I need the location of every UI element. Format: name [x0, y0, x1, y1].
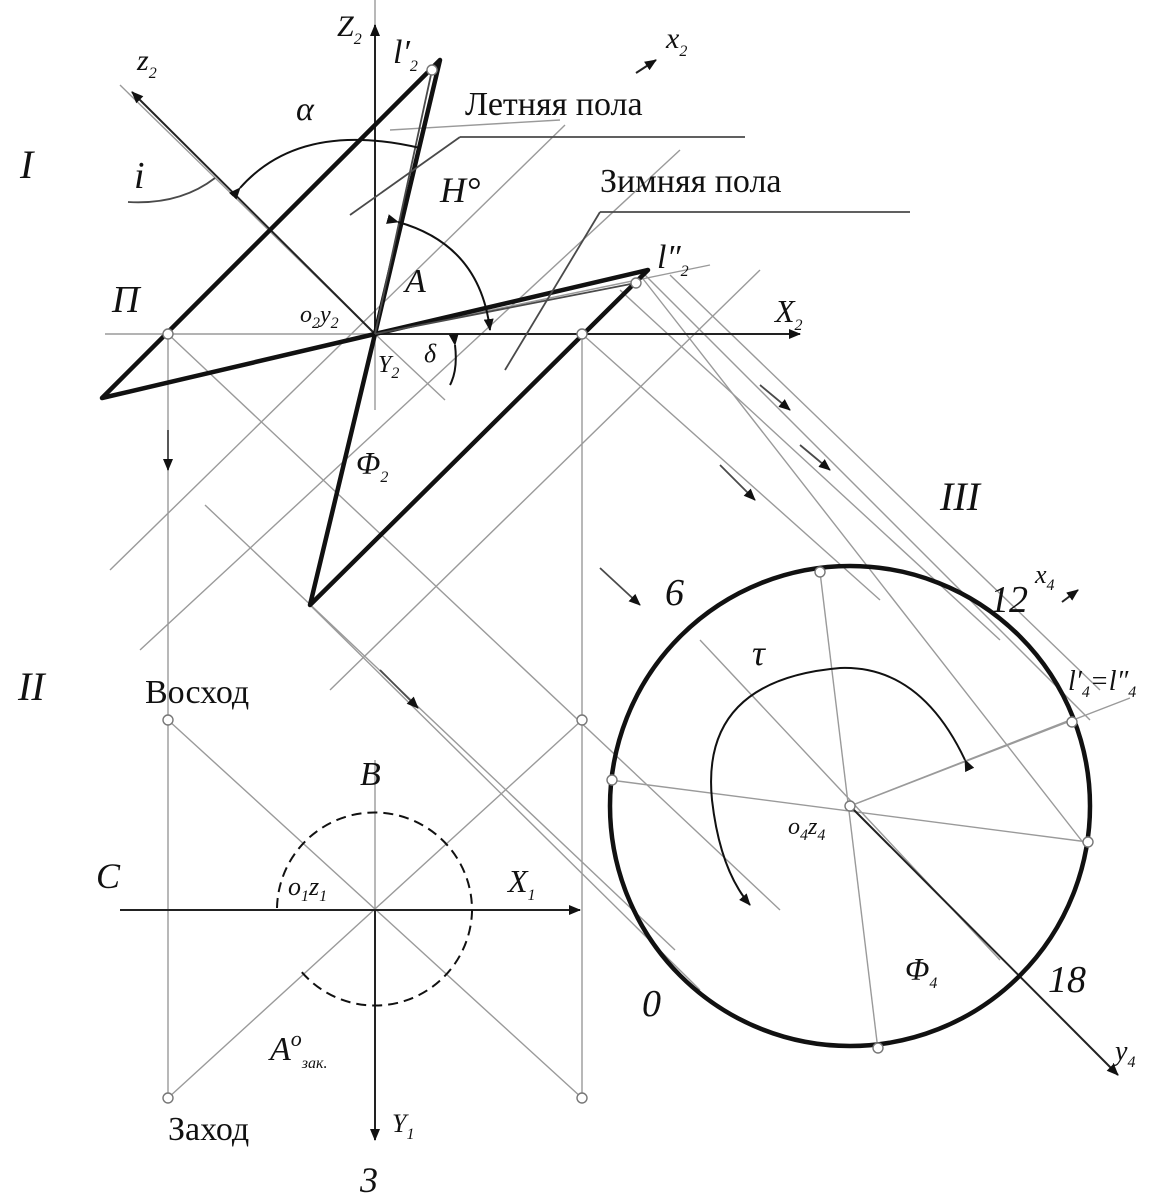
- origin-o1z1-text: o: [288, 872, 301, 901]
- axis-y4-sub: 4: [1127, 1054, 1135, 1071]
- axis-Z2-label: Z2: [337, 10, 362, 48]
- origin-o2y2-y-sub: 2: [331, 315, 339, 332]
- axis-X1-sub: 1: [528, 887, 536, 904]
- axis-Y2-label: Y2: [378, 352, 399, 382]
- azimuth-sunset-sub: зак.: [301, 1055, 328, 1072]
- region-I-label: I: [19, 142, 35, 187]
- hour-angle-tau-label: τ: [752, 633, 766, 673]
- point-C-label: C: [96, 856, 121, 896]
- origin-o2y2-y: y: [318, 302, 331, 328]
- origin-o4z4-z: z: [807, 814, 818, 840]
- axis-i-label: i: [134, 155, 145, 197]
- axis-x4-sub: 4: [1047, 577, 1055, 594]
- origin-o1z1-label: o1z1: [288, 872, 327, 905]
- origin-o2y2-sub: 2: [312, 315, 320, 332]
- winter-half-label: Зимняя пола: [600, 163, 782, 200]
- region-II-label: II: [17, 664, 46, 709]
- azimuth-A-label: A: [403, 263, 426, 300]
- origin-o1z1-sub: 1: [301, 888, 309, 905]
- leader-lines: [127, 136, 910, 371]
- point-l2-prime-text: l′: [393, 34, 410, 71]
- point-l4-eq: =l″: [1090, 666, 1129, 697]
- hour-6-label: 6: [665, 572, 684, 614]
- axis-Z2-text: Z: [337, 10, 354, 43]
- point-l2-double-label: l″2: [657, 239, 689, 280]
- axis-Z2-sub: 2: [354, 31, 362, 48]
- plane-Phi2-text: Φ: [356, 445, 380, 481]
- hour-18-label: 18: [1048, 959, 1086, 1001]
- point-l4-text: l′: [1068, 666, 1083, 697]
- points: [162, 64, 1094, 1104]
- point-l2-double-text: l″: [657, 239, 681, 276]
- point-l4-eq-sub: 4: [1128, 684, 1136, 701]
- azimuth-sunset-label: Ao зак.: [268, 1026, 328, 1072]
- origin-o4z4-label: o4z4: [788, 814, 825, 844]
- plane-Phi4-sub: 4: [929, 975, 937, 992]
- origin-o2y2-label: o2y2: [300, 302, 339, 332]
- origin-o2y2-text: o: [300, 302, 312, 328]
- sunset-label: Заход: [168, 1111, 249, 1148]
- plane-Phi2-label: Φ2: [356, 445, 388, 486]
- azimuth-sunset-sup: o: [291, 1026, 302, 1051]
- origin-o4z4-z-sub: 4: [817, 827, 825, 844]
- region-II-top-label: П: [111, 279, 142, 321]
- hour-12-label: 12: [990, 579, 1028, 621]
- angle-arcs: [228, 138, 975, 1007]
- axis-X1-label: X1: [506, 863, 536, 904]
- axis-X2-text: X: [773, 293, 796, 329]
- declination-delta-label: δ: [424, 339, 437, 368]
- axes: [120, 24, 1119, 1141]
- summer-half-label: Летняя пола: [465, 86, 643, 123]
- region-III-label: III: [939, 474, 982, 519]
- axis-Y1-text: Y: [392, 1109, 409, 1138]
- axis-z2-label: z2: [136, 44, 157, 82]
- plane-Phi2-sub: 2: [380, 469, 388, 486]
- axis-Y2-sub: 2: [391, 365, 399, 382]
- axis-x4-text: x: [1034, 560, 1047, 589]
- point-l4-sub: 4: [1082, 684, 1090, 701]
- axis-X2-sub: 2: [795, 317, 803, 334]
- azimuth-sunset-text: A: [268, 1031, 291, 1068]
- point-l2-double-sub: 2: [681, 263, 689, 280]
- axis-z2-sub: 2: [149, 65, 157, 82]
- axis-z2-text: z: [136, 44, 149, 77]
- axis-x2-label: x2: [665, 22, 687, 60]
- axis-X1-text: X: [506, 863, 529, 899]
- plane-Phi4-text: Φ: [905, 951, 929, 987]
- axis-x2-text: x: [665, 22, 680, 55]
- axis-y4-text: y: [1112, 1036, 1128, 1067]
- region-3-label: 3: [359, 1160, 378, 1200]
- point-B-label: B: [360, 756, 381, 793]
- origin-o4z4-text: o: [788, 814, 800, 840]
- labels: I П II III 3 Z2 z2 x2 X2 Y2 o2y2 l′2 l″2…: [17, 10, 1136, 1200]
- height-H-label: H°: [439, 170, 480, 210]
- axis-y4-label: y4: [1112, 1036, 1135, 1071]
- axis-Y1-label: Y1: [392, 1109, 414, 1143]
- axis-X2-label: X2: [773, 293, 803, 334]
- angle-alpha-label: α: [296, 91, 315, 128]
- point-l4-label: l′4=l″4: [1068, 666, 1136, 701]
- hour-0-label: 0: [642, 983, 661, 1025]
- axis-x4-label: x4: [1034, 560, 1055, 594]
- dial-circle: [607, 563, 1093, 1049]
- origin-o1z1-z-sub: 1: [319, 888, 327, 905]
- point-l2-prime-sub: 2: [410, 58, 418, 75]
- sunrise-label: Восход: [145, 674, 249, 711]
- axis-x2-sub: 2: [679, 43, 687, 60]
- plane-Phi4-label: Φ4: [905, 951, 937, 992]
- axis-Y2-text: Y: [378, 352, 394, 378]
- origin-o4z4-sub: 4: [800, 827, 808, 844]
- origin-o1z1-z: z: [308, 872, 319, 901]
- axis-Y1-sub: 1: [406, 1126, 414, 1143]
- point-l2-prime-label: l′2: [393, 34, 418, 75]
